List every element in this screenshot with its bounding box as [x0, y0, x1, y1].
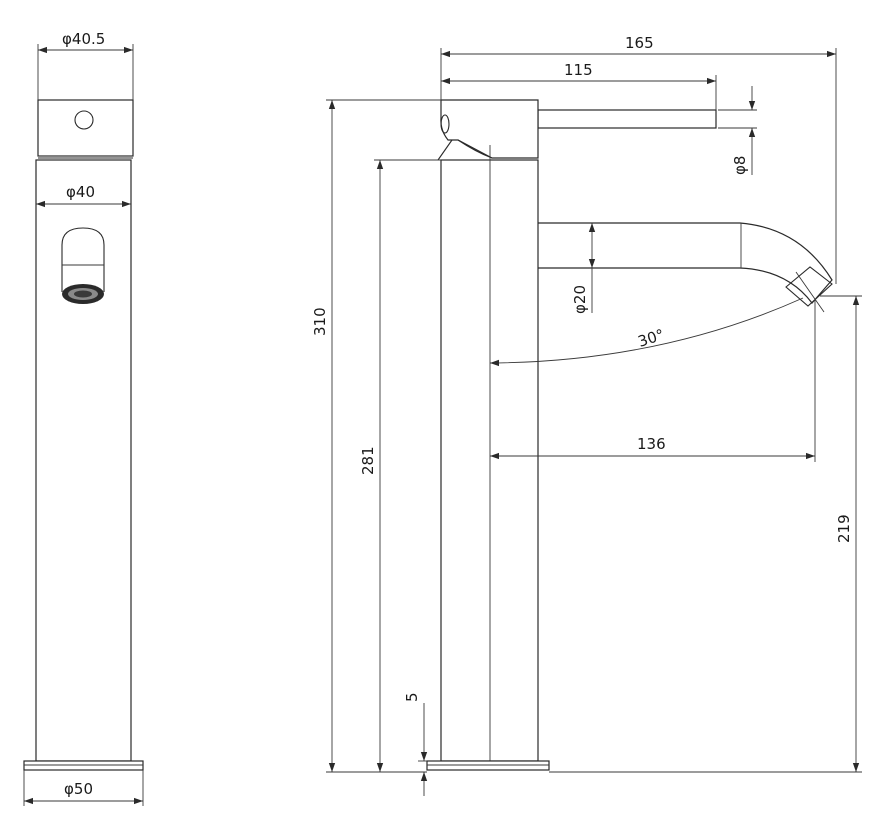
- front-view: φ40.5 φ40 φ50: [23, 30, 144, 806]
- dim-base-thickness: 5: [403, 692, 428, 796]
- dim-overall-height-label: 310: [311, 307, 329, 336]
- side-view: 165 115 φ8 φ20 30°: [311, 34, 862, 796]
- dim-top-diameter: φ40.5: [37, 30, 134, 100]
- dim-spout-angle-label: 30°: [636, 325, 667, 350]
- dim-base-thickness-label: 5: [403, 692, 421, 702]
- dim-lever-diameter: φ8: [718, 86, 757, 175]
- front-body-tube: [35, 159, 132, 762]
- dim-lever-length-label: 115: [564, 61, 593, 79]
- dim-spout-diameter-label: φ20: [571, 285, 589, 314]
- dim-spout-outlet-height: 219: [549, 295, 862, 773]
- dim-overall-height: 310: [311, 99, 441, 773]
- dim-overall-length: 165: [440, 34, 837, 284]
- handle-screw-icon: [74, 110, 94, 130]
- dim-spout-diameter: φ20: [571, 223, 596, 314]
- dim-top-diameter-label: φ40.5: [62, 30, 105, 48]
- dim-lever-length: 115: [441, 61, 717, 110]
- aerator-icon: [61, 227, 105, 304]
- dim-body-height: 281: [359, 159, 441, 772]
- dim-overall-length-label: 165: [625, 34, 654, 52]
- side-body-tube: [440, 159, 539, 762]
- dim-body-diameter: φ40: [36, 183, 131, 208]
- handle-cap: [440, 99, 539, 159]
- dim-spout-reach: 136: [490, 300, 816, 462]
- dim-lever-diameter-label: φ8: [731, 156, 749, 175]
- dim-spout-outlet-height-label: 219: [835, 514, 853, 543]
- dim-base-diameter-label: φ50: [64, 780, 93, 798]
- front-handle-block: [37, 99, 134, 157]
- dim-spout-reach-label: 136: [637, 435, 666, 453]
- lever: [537, 109, 717, 129]
- dim-body-diameter-label: φ40: [66, 183, 95, 201]
- front-base: [23, 760, 144, 771]
- dim-body-height-label: 281: [359, 446, 377, 475]
- side-base: [426, 760, 550, 771]
- dim-base-diameter: φ50: [23, 770, 144, 806]
